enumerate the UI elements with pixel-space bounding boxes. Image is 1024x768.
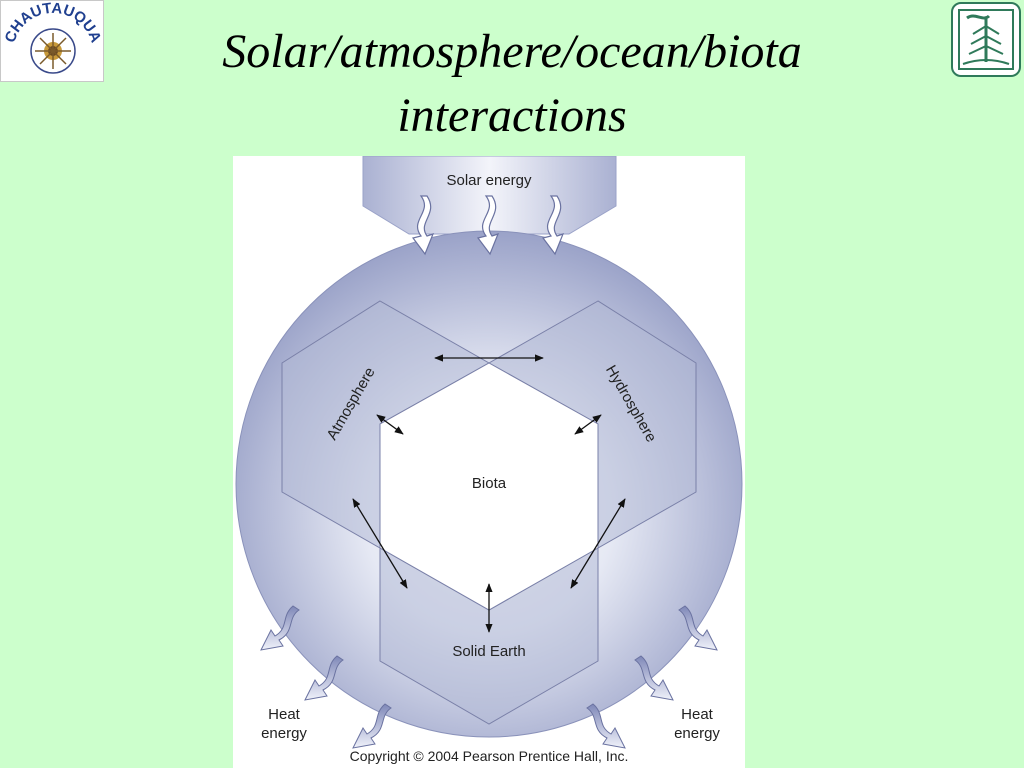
heat-arrow-2 (304, 655, 344, 701)
heat-arrow-4 (678, 605, 718, 651)
heat-energy-left-line1: Heat (268, 706, 301, 723)
heat-energy-left-line2: energy (261, 725, 307, 742)
hydrosphere-solid-earth-arrow (570, 498, 626, 589)
solar-energy-label: Solar energy (446, 172, 532, 189)
earth-systems-diagram: Solar energy Atmosphere Hydrosphere Biot… (233, 156, 745, 768)
heat-energy-right-line1: Heat (681, 706, 714, 723)
solar-arrow-left (411, 195, 435, 256)
solid-earth-label: Solid Earth (452, 643, 525, 660)
heat-arrows (260, 605, 718, 749)
heat-arrow-5 (634, 655, 674, 701)
solar-arrow-center (476, 195, 500, 256)
tree-emblem-logo (951, 2, 1021, 77)
title-line-1: Solar/atmosphere/ocean/biota (222, 25, 802, 78)
heat-arrow-6 (586, 703, 626, 749)
copyright-text: Copyright © 2004 Pearson Prentice Hall, … (350, 748, 629, 764)
solar-arrow-right (541, 195, 565, 256)
heat-energy-right-line2: energy (674, 725, 720, 742)
biota-label: Biota (472, 475, 507, 492)
heat-arrow-3 (352, 703, 392, 749)
title-line-2: interactions (397, 89, 627, 142)
atmosphere-biota-arrow (376, 414, 404, 435)
slide-title: Solar/atmosphere/ocean/biota interaction… (150, 20, 874, 148)
atmosphere-solid-earth-arrow (352, 498, 408, 589)
chautauqua-logo: CHAUTAUQUA (0, 0, 104, 82)
hydrosphere-biota-arrow (574, 414, 602, 435)
solar-arrows (411, 195, 565, 256)
heat-arrow-1 (260, 605, 300, 651)
